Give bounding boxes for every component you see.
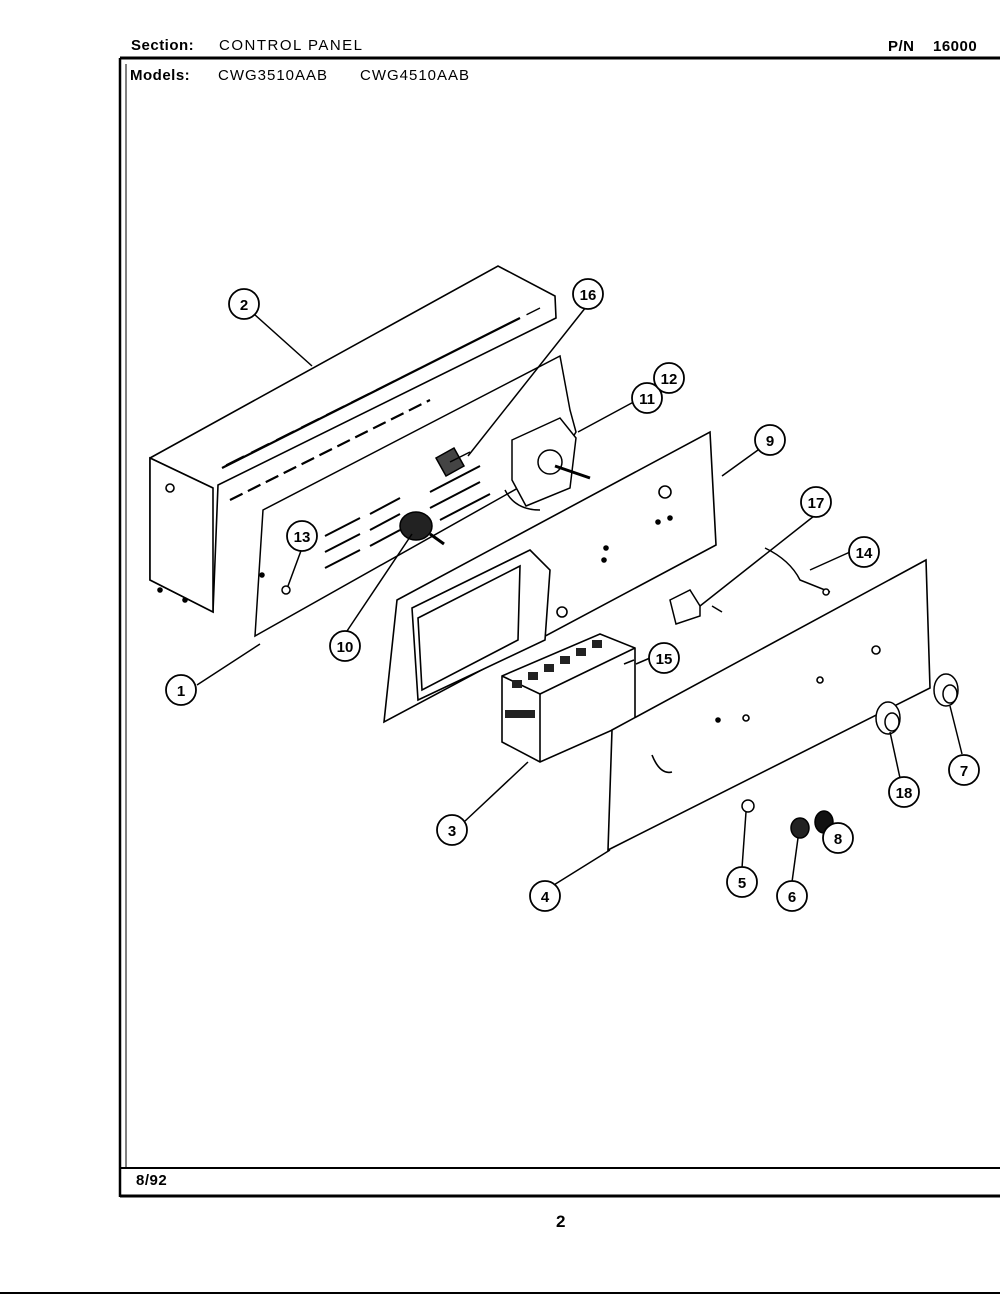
svg-text:11: 11 [639,391,655,408]
part-16-switch [434,446,471,478]
callout-15: 15 [648,642,680,674]
svg-text:13: 13 [294,529,311,546]
svg-text:1: 1 [177,683,185,700]
callout-18: 18 [888,776,920,808]
models-label: Models: [130,67,191,84]
svg-text:10: 10 [337,639,354,656]
part-14-wire-harness [764,547,831,596]
part-15-clip [623,659,635,665]
callout-11: 11 [631,382,663,414]
callout-2: 2 [228,288,260,320]
part-1-mounting-plate [254,354,577,638]
part-9-control-panel [383,430,717,724]
callout-6: 6 [776,880,808,912]
part-5-screw [741,799,755,813]
svg-text:14: 14 [856,545,873,562]
svg-text:5: 5 [738,875,746,892]
callout-17: 17 [800,486,832,518]
part-6-knob-insert [790,817,810,839]
svg-text:15: 15 [656,651,673,668]
callout-7: 7 [948,754,980,786]
svg-text:3: 3 [448,823,456,840]
callout-9: 9 [754,424,786,456]
svg-text:17: 17 [808,495,825,512]
callouts: 1 2 3 4 5 6 7 8 9 10 11 12 13 14 15 16 1… [165,278,980,912]
svg-text:6: 6 [788,889,796,906]
page-number: 2 [556,1212,566,1231]
section-label: Section: [131,37,195,54]
part-3-control-board [501,633,636,763]
part-17-bracket [669,589,723,625]
svg-text:8: 8 [834,831,842,848]
part-7-knob [933,673,959,707]
part-11-timer [504,417,591,511]
callout-16: 16 [572,278,604,310]
callout-5: 5 [726,866,758,898]
section-title: CONTROL PANEL [219,37,364,54]
model-number-2: CWG4510AAB [360,67,471,84]
callout-4: 4 [529,880,561,912]
callout-13: 13 [286,520,318,552]
svg-text:7: 7 [960,763,968,780]
callout-3: 3 [436,814,468,846]
part-4-front-panel [607,558,931,852]
page-frame [0,56,1000,1294]
callout-12: 12 [653,362,685,394]
model-number-1: CWG3510AAB [218,67,329,84]
revision-date: 8/92 [136,1172,168,1189]
svg-text:16: 16 [580,287,597,304]
callout-10: 10 [329,630,361,662]
callout-1: 1 [165,674,197,706]
part-number-value: 16000 [933,38,978,55]
part-10-selector-switch [399,511,445,546]
part-18-knob [875,701,901,735]
svg-text:4: 4 [541,889,550,906]
svg-text:18: 18 [896,785,913,802]
svg-text:12: 12 [661,371,678,388]
callout-8: 8 [822,822,854,854]
part-number-label: P/N [888,38,915,55]
svg-text:2: 2 [240,297,248,314]
part-2-rear-housing [149,265,557,614]
callout-14: 14 [848,536,880,568]
svg-text:9: 9 [766,433,774,450]
